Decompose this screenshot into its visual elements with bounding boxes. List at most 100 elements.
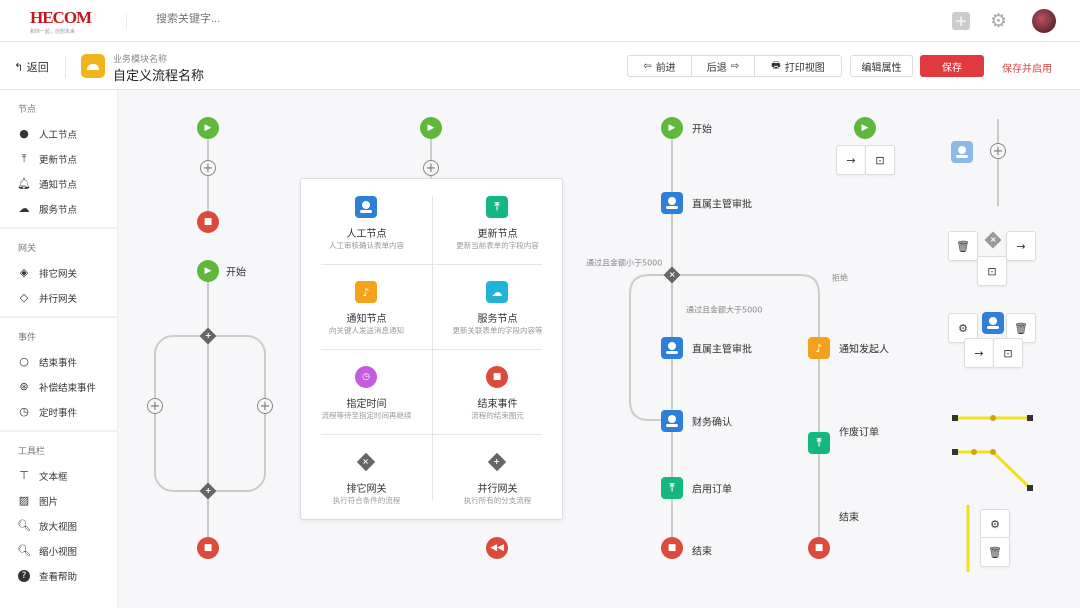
picker-parallel-gateway[interactable]: +并行网关执行所有的分支流程 bbox=[432, 434, 563, 519]
sidebar-item-image[interactable]: ▨图片 bbox=[18, 494, 59, 508]
sidebar-item-notify-node[interactable]: 🔔︎通知节点 bbox=[17, 177, 78, 191]
arrow-left-icon: ⇦ bbox=[643, 60, 652, 72]
condition-label: 通过且金额小于5000 bbox=[586, 258, 663, 268]
start-event[interactable]: ▶ bbox=[661, 117, 683, 139]
section-title-toolbar: 工具栏 bbox=[18, 447, 46, 457]
line-handle[interactable] bbox=[1027, 415, 1033, 421]
add-node-button[interactable]: + bbox=[990, 143, 1006, 159]
print-view-button[interactable]: 🖶打印视图 bbox=[754, 55, 842, 77]
sidebar-item-zoom-out[interactable]: 🔍︎缩小视图 bbox=[17, 544, 78, 558]
node-picker-panel: 人工节点人工审核确认表单内容 ⤒更新节点更新当前表单的字段内容 ♪通知节点向关键… bbox=[300, 178, 563, 520]
sidebar-item-parallel-gateway[interactable]: ◇并行网关 bbox=[19, 291, 78, 305]
sidebar-item-compensation-end-event[interactable]: ⊛补偿结束事件 bbox=[19, 380, 97, 394]
end-event[interactable]: ■ bbox=[661, 537, 683, 559]
delete-button[interactable]: 🗑︎ bbox=[948, 231, 978, 261]
update-node[interactable]: ⤒ bbox=[808, 432, 830, 454]
gear-icon[interactable]: ⚙ bbox=[990, 10, 1008, 32]
image-icon: ▨ bbox=[18, 494, 30, 507]
picker-service-node[interactable]: ☁服务节点更新关联表单的字段内容等 bbox=[432, 264, 563, 349]
parallel-gateway-icon: ◇ bbox=[19, 291, 29, 304]
line-handle[interactable] bbox=[952, 449, 958, 455]
picker-manual-node[interactable]: 人工节点人工审核确认表单内容 bbox=[301, 179, 432, 264]
update-node[interactable]: ⤒ bbox=[661, 477, 683, 499]
exclusive-gateway-icon: ◈ bbox=[19, 266, 29, 279]
section-title-nodes: 节点 bbox=[18, 105, 37, 115]
node-label: 直属主管审批 bbox=[692, 199, 752, 211]
flow-canvas[interactable]: ▶ + ■ ▶ 开始 + + + + ■ ▶ + 人工节点人工审核确认表单内容 … bbox=[119, 91, 1080, 608]
start-event[interactable]: ▶ bbox=[420, 117, 442, 139]
sidebar-item-textbox[interactable]: ⊤文本框 bbox=[19, 469, 68, 483]
back-button[interactable]: ↰ 返回 bbox=[14, 61, 49, 74]
node-label: 财务确认 bbox=[692, 417, 732, 429]
sidebar: 节点 ●人工节点 ⤒更新节点 🔔︎通知节点 ☁服务节点 网关 ◈排它网关 ◇并行… bbox=[0, 90, 118, 608]
end-event[interactable]: ■ bbox=[197, 537, 219, 559]
backward-button[interactable]: 后退⇨ bbox=[691, 55, 755, 77]
start-event[interactable]: ▶ bbox=[854, 117, 876, 139]
sidebar-item-manual-node[interactable]: ●人工节点 bbox=[19, 127, 78, 141]
stop-icon: ■ bbox=[486, 366, 508, 388]
node-label: 启用订单 bbox=[692, 484, 732, 496]
connect-arrow-button[interactable]: → bbox=[836, 145, 866, 175]
line-handle[interactable] bbox=[1027, 485, 1033, 491]
sidebar-item-zoom-in[interactable]: 🔍︎放大视图 bbox=[17, 519, 78, 533]
line-bend-handle[interactable] bbox=[990, 449, 996, 455]
add-icon[interactable]: + bbox=[952, 12, 970, 30]
avatar[interactable] bbox=[1032, 9, 1056, 33]
compensation-end-event[interactable]: ◀◀ bbox=[486, 537, 508, 559]
add-node-button[interactable]: + bbox=[147, 398, 163, 414]
rewind-icon: ⊛ bbox=[19, 380, 29, 393]
end-event[interactable]: ■ bbox=[197, 211, 219, 233]
connect-arrow-button[interactable]: → bbox=[1006, 231, 1036, 261]
add-node-button[interactable]: + bbox=[257, 398, 273, 414]
line-midpoint-handle[interactable] bbox=[971, 449, 977, 455]
settings-button[interactable]: ⚙ bbox=[980, 509, 1010, 539]
add-node-button[interactable]: ⊡ bbox=[993, 338, 1023, 368]
person-icon bbox=[355, 196, 377, 218]
approval-node[interactable] bbox=[661, 337, 683, 359]
sidebar-item-update-node[interactable]: ⤒更新节点 bbox=[0, 146, 117, 171]
finance-node[interactable] bbox=[661, 410, 683, 432]
timer-icon: ◷ bbox=[19, 405, 29, 418]
picker-end-event[interactable]: ■结束事件流程的结束图元 bbox=[432, 349, 563, 434]
approval-node[interactable] bbox=[661, 192, 683, 214]
back-arrow-icon: ↰ bbox=[14, 61, 24, 74]
start-event[interactable]: ▶ bbox=[197, 260, 219, 282]
sidebar-item-service-node[interactable]: ☁服务节点 bbox=[18, 202, 78, 216]
sidebar-item-help[interactable]: ?查看帮助 bbox=[0, 563, 117, 588]
search-input[interactable] bbox=[126, 13, 326, 25]
edit-properties-button[interactable]: 编辑属性 bbox=[850, 55, 913, 77]
start-event[interactable]: ▶ bbox=[197, 117, 219, 139]
help-icon: ? bbox=[18, 569, 30, 582]
forward-button[interactable]: ⇦前进 bbox=[627, 55, 692, 77]
picker-update-node[interactable]: ⤒更新节点更新当前表单的字段内容 bbox=[432, 179, 563, 264]
picker-exclusive-gateway[interactable]: ×排它网关执行符合条件的流程 bbox=[301, 434, 432, 519]
sidebar-item-timer-event[interactable]: ◷定时事件 bbox=[19, 405, 78, 419]
save-enable-button[interactable]: 保存并启用 bbox=[1002, 64, 1052, 75]
add-node-button[interactable]: ⊡ bbox=[865, 145, 895, 175]
person-icon: ● bbox=[19, 127, 29, 140]
node-label: 通知发起人 bbox=[839, 344, 889, 356]
sidebar-item-end-event[interactable]: ○结束事件 bbox=[19, 355, 78, 369]
upload-icon: ⤒ bbox=[486, 196, 508, 218]
start-label: 开始 bbox=[692, 124, 712, 136]
start-label: 开始 bbox=[226, 267, 246, 279]
picker-notify-node[interactable]: ♪通知节点向关键人发送消息通知 bbox=[301, 264, 432, 349]
picker-timer[interactable]: ◷指定时间流程等待至指定时间再继续 bbox=[301, 349, 432, 434]
save-button[interactable]: 保存 bbox=[920, 55, 984, 77]
header: ↰ 返回 业务模块名称 自定义流程名称 ⇦前进 后退⇨ 🖶打印视图 编辑属性 保… bbox=[0, 42, 1080, 90]
add-node-button[interactable]: ⊡ bbox=[977, 256, 1007, 286]
connect-arrow-button[interactable]: → bbox=[964, 338, 994, 368]
notify-node[interactable]: ♪ bbox=[808, 337, 830, 359]
line-handle[interactable] bbox=[952, 415, 958, 421]
manual-node-selected[interactable] bbox=[982, 312, 1004, 334]
add-node-button[interactable]: + bbox=[423, 160, 439, 176]
section-title-events: 事件 bbox=[18, 333, 37, 343]
sidebar-item-exclusive-gateway[interactable]: ◈排它网关 bbox=[19, 266, 78, 280]
line-midpoint-handle[interactable] bbox=[990, 415, 996, 421]
upload-icon: ⤒ bbox=[21, 151, 27, 165]
delete-button[interactable]: 🗑︎ bbox=[980, 537, 1010, 567]
end-event[interactable]: ■ bbox=[808, 537, 830, 559]
manual-node-hover[interactable] bbox=[951, 141, 973, 163]
add-node-button[interactable]: + bbox=[200, 160, 216, 176]
